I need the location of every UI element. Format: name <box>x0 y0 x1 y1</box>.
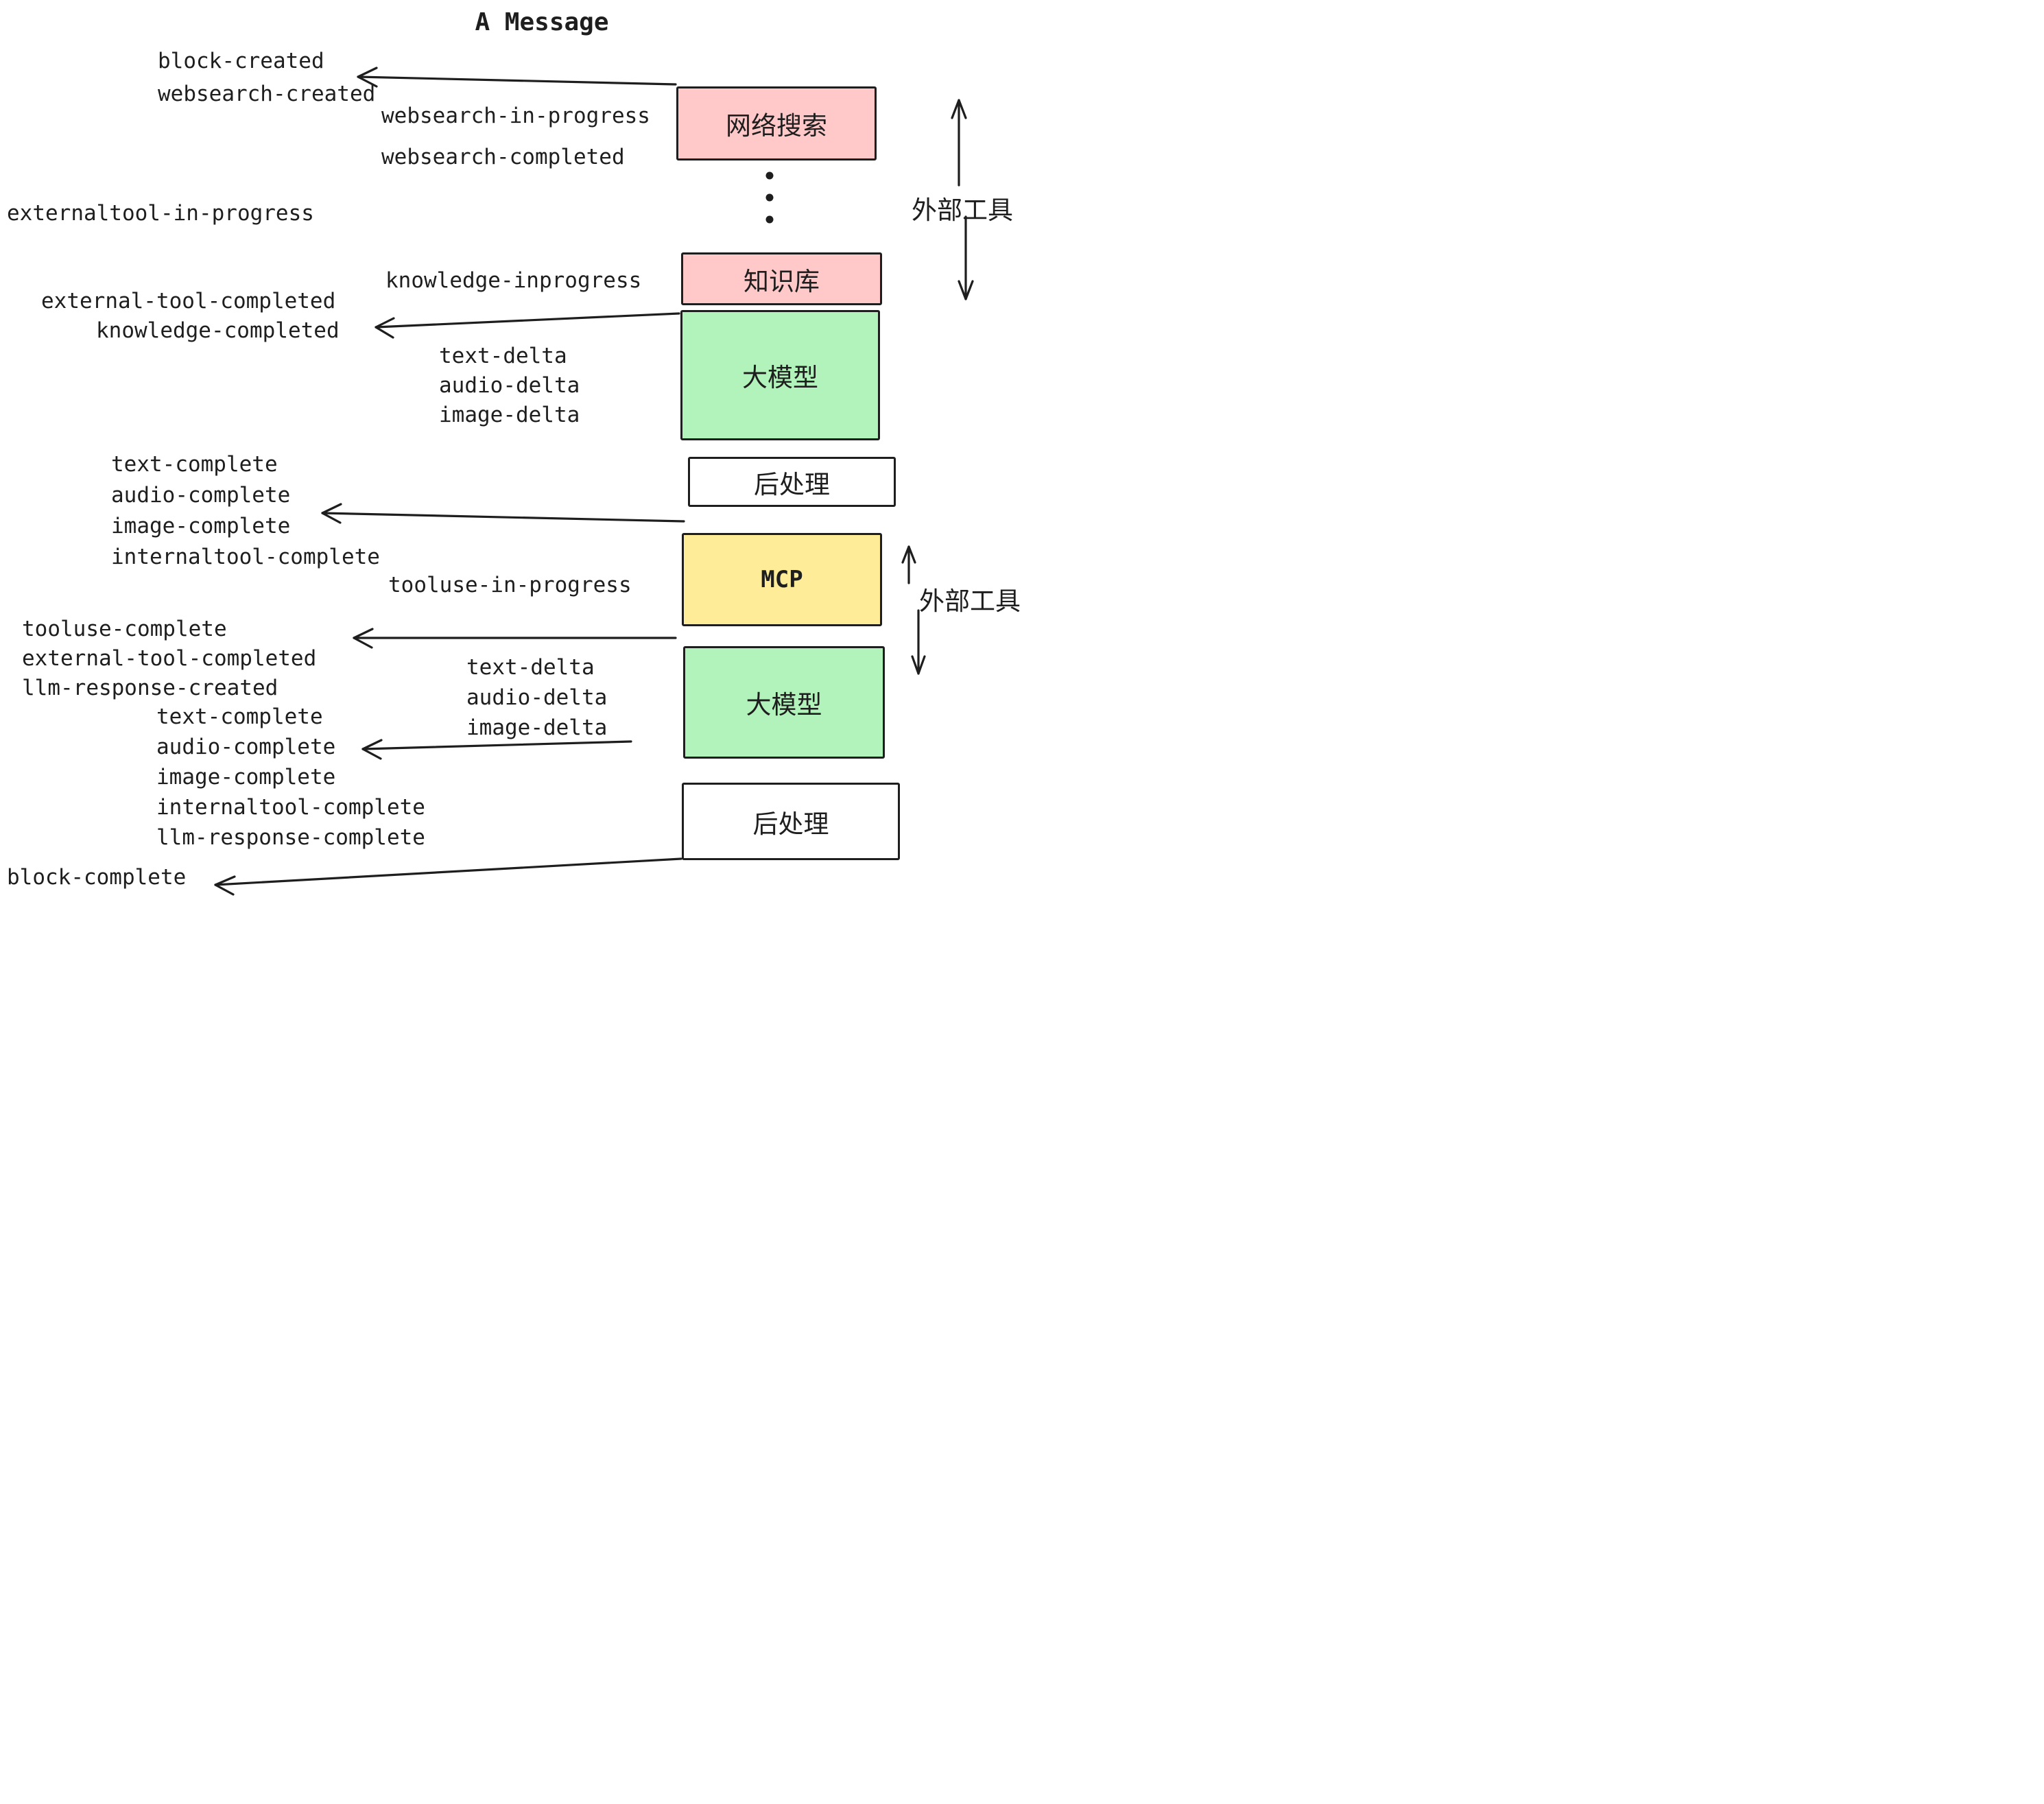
event-label-block-created: block-created <box>158 49 324 73</box>
box-knowledge-base: 知识库 <box>681 252 882 305</box>
diagram-canvas: A Message block-created websearch-create… <box>0 0 1022 902</box>
box-postprocess-2-label: 后处理 <box>752 809 829 839</box>
event-label-block-complete: block-complete <box>7 865 187 890</box>
event-label-websearch-in-progress: websearch-in-progress <box>381 104 650 128</box>
event-label-image-complete-1: image-complete <box>111 514 291 538</box>
event-label-internaltool-complete-2: internaltool-complete <box>156 795 425 820</box>
box-llm-1: 大模型 <box>680 310 880 440</box>
event-label-image-complete-2: image-complete <box>156 765 336 790</box>
ellipsis-dots-icon <box>765 171 774 224</box>
event-label-text-delta-2: text-delta <box>466 655 595 680</box>
event-label-llm-response-complete: llm-response-complete <box>156 825 425 850</box>
external-tools-up-arrow <box>951 99 967 187</box>
event-label-text-delta-1: text-delta <box>439 344 567 368</box>
box-postprocess-2: 后处理 <box>682 783 900 860</box>
event-label-text-complete-2: text-complete <box>156 704 323 729</box>
box-llm-2: 大模型 <box>683 646 885 759</box>
arrow-block-created <box>357 67 677 88</box>
arrow-internal-complete <box>321 503 685 524</box>
event-label-image-delta-2: image-delta <box>466 715 608 740</box>
box-llm-1-label: 大模型 <box>742 363 818 392</box>
event-label-knowledge-inprogress: knowledge-inprogress <box>385 268 642 293</box>
external-tools-label-1: 外部工具 <box>912 195 1013 225</box>
event-label-audio-complete-1: audio-complete <box>111 483 291 508</box>
box-mcp: MCP <box>682 533 882 626</box>
mcp-external-tools-up-arrow <box>901 545 916 584</box>
event-label-tooluse-in-progress: tooluse-in-progress <box>388 573 632 597</box>
event-label-external-tool-completed-2: external-tool-completed <box>22 646 317 671</box>
event-label-knowledge-completed: knowledge-completed <box>96 318 340 343</box>
box-websearch-label: 网络搜索 <box>726 111 827 141</box>
arrow-llm-complete <box>361 739 632 760</box>
event-label-websearch-completed: websearch-completed <box>381 145 625 169</box>
diagram-title: A Message <box>475 8 609 36</box>
event-label-llm-response-created: llm-response-created <box>22 676 278 700</box>
box-websearch: 网络搜索 <box>676 86 877 161</box>
event-label-audio-delta-2: audio-delta <box>466 685 608 710</box>
box-llm-2-label: 大模型 <box>746 690 822 720</box>
event-label-audio-complete-2: audio-complete <box>156 735 336 759</box>
arrow-tooluse-complete <box>353 628 677 649</box>
box-postprocess-1-label: 后处理 <box>754 469 830 499</box>
box-knowledge-base-label: 知识库 <box>744 266 820 296</box>
event-label-audio-delta-1: audio-delta <box>439 373 580 398</box>
external-tools-down-arrow <box>958 215 974 300</box>
event-label-external-tool-completed: external-tool-completed <box>41 289 336 313</box>
arrow-knowledge-completed <box>375 312 680 339</box>
event-label-externaltool-in-progress: externaltool-in-progress <box>7 201 314 226</box>
event-label-internaltool-complete-1: internaltool-complete <box>111 545 380 569</box>
arrow-block-complete <box>214 857 682 896</box>
box-postprocess-1: 后处理 <box>688 457 896 507</box>
flow-arrows <box>214 67 974 896</box>
event-label-text-complete-1: text-complete <box>111 452 278 477</box>
event-label-image-delta-1: image-delta <box>439 403 580 427</box>
external-tools-label-2: 外部工具 <box>919 586 1021 616</box>
event-label-websearch-created: websearch-created <box>158 82 376 106</box>
mcp-external-tools-down-arrow <box>911 609 926 675</box>
event-label-tooluse-complete: tooluse-complete <box>22 617 227 641</box>
box-mcp-label: MCP <box>761 566 803 593</box>
